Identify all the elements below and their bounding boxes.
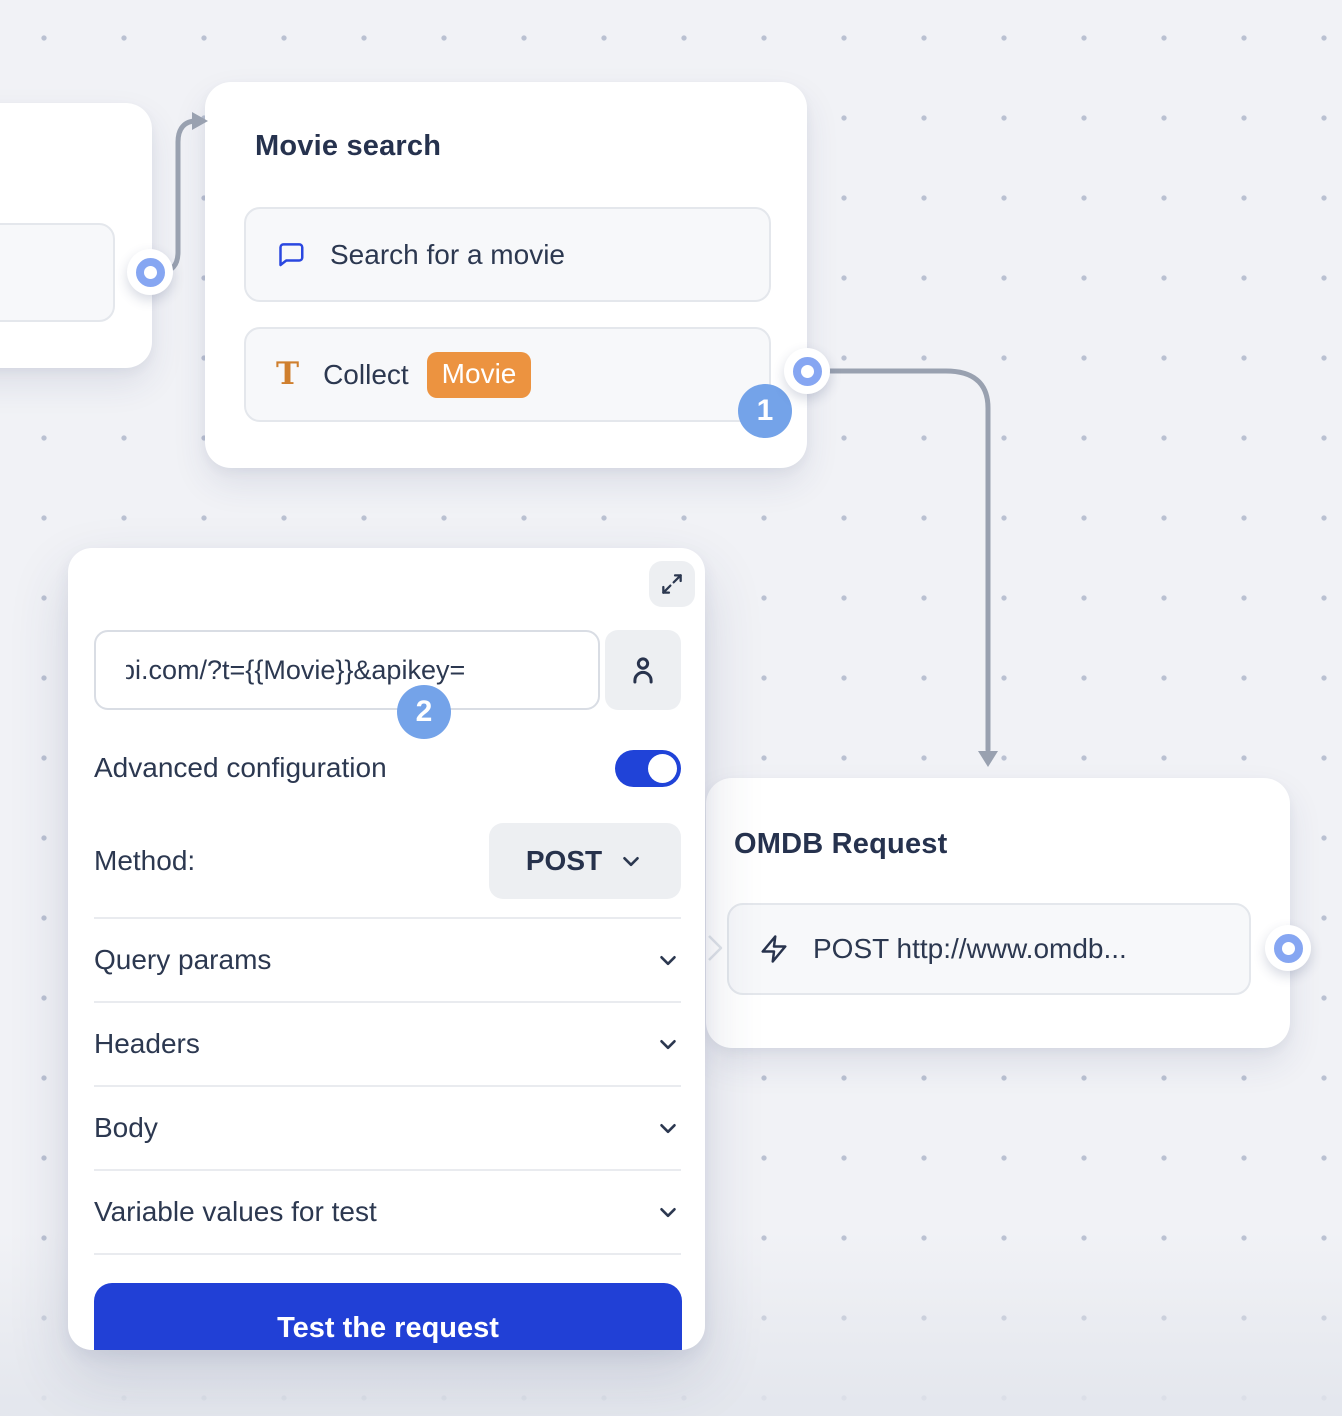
section-label: Variable values for test [94, 1196, 377, 1227]
section-query-params[interactable]: Query params [94, 917, 681, 1001]
chevron-down-icon [655, 1199, 681, 1225]
collapsible-sections: Query params Headers Body Variable value… [94, 917, 681, 1255]
expand-icon [659, 571, 685, 597]
partial-node-row[interactable] [0, 223, 115, 322]
lightning-icon [759, 934, 789, 964]
section-label: Body [94, 1112, 158, 1143]
method-select[interactable]: POST [489, 823, 681, 899]
chevron-down-icon [655, 1031, 681, 1057]
collect-block-label: Collect [323, 358, 409, 390]
question-block-row[interactable]: Search for a movie [244, 207, 771, 302]
port-ring-icon [792, 356, 822, 386]
omdb-request-node[interactable]: OMDB Request POST http://www.omdb... [706, 778, 1290, 1048]
text-input-icon: T [276, 356, 300, 392]
port-ring-icon [1273, 933, 1303, 963]
section-variable-values[interactable]: Variable values for test [94, 1169, 681, 1255]
chevron-down-icon [655, 1115, 681, 1141]
output-port[interactable] [1265, 925, 1311, 971]
chevron-down-icon [655, 947, 681, 973]
step-badge-1: 1 [738, 384, 792, 438]
method-label: Method: [94, 845, 196, 876]
section-body[interactable]: Body [94, 1085, 681, 1169]
method-row: Method: POST [94, 823, 681, 899]
section-headers[interactable]: Headers [94, 1001, 681, 1085]
arrowhead-down-icon [978, 751, 998, 767]
question-block-label: Search for a movie [330, 238, 565, 270]
webhook-block-row[interactable]: POST http://www.omdb... [727, 903, 1251, 995]
connector-line [149, 118, 200, 275]
url-input[interactable] [94, 630, 600, 710]
test-request-button[interactable]: Test the request [94, 1283, 682, 1350]
toggle-knob [648, 753, 677, 783]
webhook-editor-panel: 2 Advanced configuration Method: POST Qu… [68, 548, 705, 1350]
variable-badge: Movie [426, 351, 532, 398]
node-title: OMDB Request [734, 828, 948, 860]
advanced-configuration-toggle[interactable] [615, 749, 681, 787]
person-icon [625, 652, 661, 688]
partial-node-card[interactable] [0, 103, 152, 368]
connector-line [813, 368, 991, 753]
output-port[interactable] [784, 348, 830, 394]
section-label: Headers [94, 1028, 200, 1059]
expand-button[interactable] [649, 561, 695, 607]
webhook-block-label: POST http://www.omdb... [813, 933, 1127, 964]
variable-insert-button[interactable] [605, 630, 681, 710]
chat-bubble-icon [276, 240, 306, 270]
chevron-down-icon [618, 848, 644, 874]
step-badge-2: 2 [397, 685, 451, 739]
collect-block-row[interactable]: T Collect Movie [244, 327, 771, 422]
port-ring-icon [135, 257, 165, 287]
advanced-configuration-row: Advanced configuration [94, 748, 681, 788]
movie-search-node[interactable]: Movie search Search for a movie T Collec… [205, 82, 807, 468]
method-value: POST [525, 845, 603, 876]
section-label: Query params [94, 944, 272, 975]
output-port[interactable] [127, 249, 173, 295]
node-title: Movie search [255, 130, 442, 162]
advanced-configuration-label: Advanced configuration [94, 752, 387, 783]
